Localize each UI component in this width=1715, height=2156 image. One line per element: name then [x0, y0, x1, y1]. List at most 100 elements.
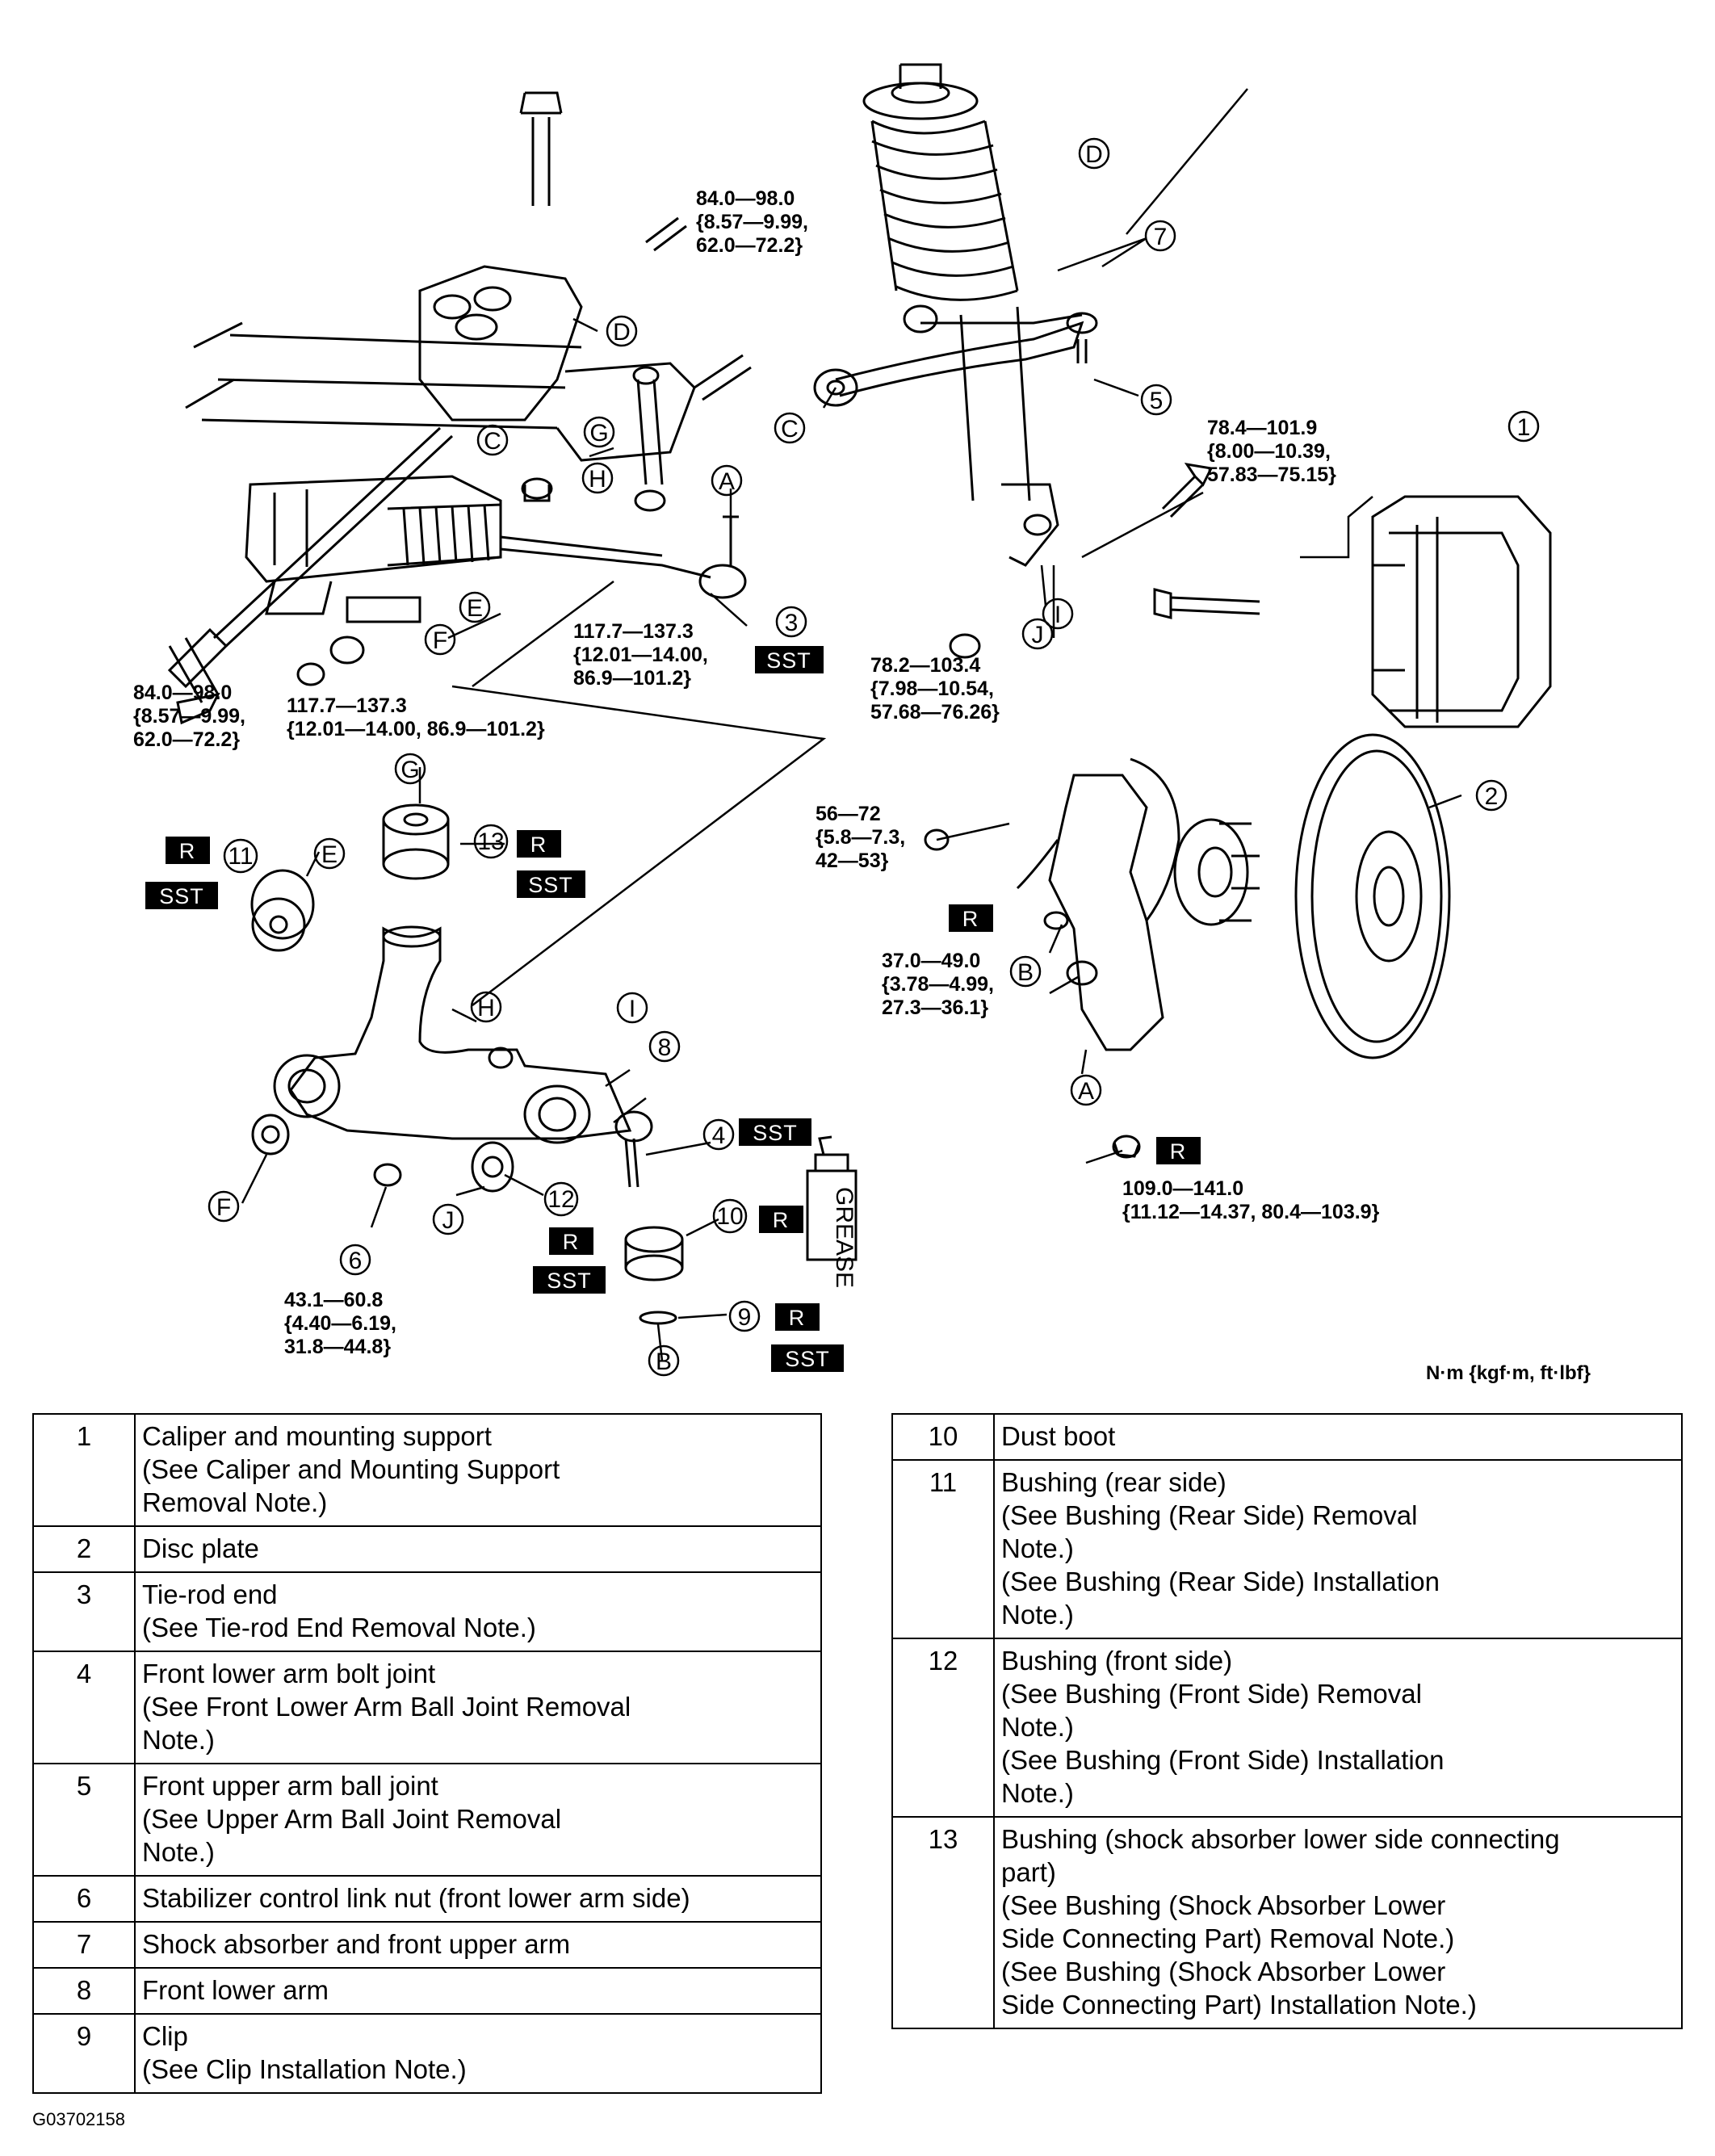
svg-text:10: 10: [716, 1203, 743, 1230]
callout-H: H: [470, 991, 502, 1023]
description-line: Clip: [142, 2021, 188, 2051]
svg-text:SST: SST: [753, 1121, 798, 1145]
svg-text:I: I: [1055, 602, 1061, 628]
callout-D: D: [606, 315, 638, 347]
description-line: Shock absorber and front upper arm: [142, 1929, 571, 1959]
tool-tags: SST R SST R SST R R SST R R SST R SST GR…: [145, 646, 1201, 1372]
callout-G: G: [583, 416, 615, 448]
callout-F: F: [208, 1190, 240, 1223]
callout-J: J: [432, 1203, 464, 1235]
description-line: Note.): [1001, 1712, 1074, 1742]
svg-text:B: B: [656, 1349, 672, 1375]
svg-text:8: 8: [658, 1034, 672, 1061]
part-description: Bushing (front side)(See Bushing (Front …: [993, 1638, 1683, 1818]
svg-text:R: R: [563, 1230, 580, 1254]
callout-8: 8: [648, 1030, 681, 1063]
part-description: Bushing (shock absorber lower side conne…: [993, 1816, 1683, 2029]
description-line: (See Bushing (Shock Absorber Lower: [1001, 1957, 1446, 1986]
torque-line: 42—53}: [816, 849, 889, 872]
svg-text:78.2—103.4{7.98—10.54,57.68—76: 78.2—103.4{7.98—10.54,57.68—76.26}: [870, 654, 1000, 724]
svg-text:3: 3: [785, 610, 799, 636]
description-line: Note.): [142, 1837, 215, 1867]
svg-text:A: A: [719, 468, 735, 495]
part-number: 1: [32, 1413, 136, 1527]
description-line: (See Front Lower Arm Ball Joint Removal: [142, 1692, 631, 1722]
part-description: Caliper and mounting support(See Caliper…: [134, 1413, 822, 1527]
description-line: Note.): [1001, 1600, 1074, 1630]
torque-line: 31.8—44.8}: [284, 1336, 391, 1358]
part-description: Tie-rod end(See Tie-rod End Removal Note…: [134, 1571, 822, 1652]
svg-text:56—72{5.8—7.3,42—53}: 56—72{5.8—7.3,42—53}: [816, 803, 905, 872]
part-description: Disc plate: [134, 1525, 822, 1573]
svg-text:78.4—101.9{8.00—10.39,57.83—75: 78.4—101.9{8.00—10.39,57.83—75.15}: [1207, 417, 1336, 486]
description-line: Removal Note.): [142, 1487, 328, 1517]
svg-text:R: R: [530, 833, 547, 857]
torque-line: {12.01—14.00, 86.9—101.2}: [287, 718, 545, 740]
description-line: (See Bushing (Front Side) Removal: [1001, 1679, 1422, 1709]
torque-line: 78.2—103.4: [870, 654, 980, 677]
shock-absorber-assembly: [813, 63, 1214, 659]
callout-9: 9: [728, 1300, 761, 1332]
callout-H: H: [581, 462, 614, 494]
crossmember-assembly: [167, 91, 752, 725]
r-tag: R: [775, 1303, 820, 1331]
svg-text:G: G: [400, 757, 419, 783]
torque-line: 43.1—60.8: [284, 1289, 383, 1311]
sst-tag: SST: [755, 646, 824, 673]
r-tag: R: [549, 1227, 593, 1255]
description-line: Front lower arm bolt joint: [142, 1659, 436, 1688]
part-description: Shock absorber and front upper arm: [134, 1921, 822, 1969]
svg-text:F: F: [216, 1194, 231, 1221]
description-line: Bushing (rear side): [1001, 1467, 1226, 1497]
r-tag: R: [517, 830, 561, 858]
svg-text:43.1—60.8{4.40—6.19,31.8—44.8}: 43.1—60.8{4.40—6.19,31.8—44.8}: [284, 1289, 396, 1358]
svg-text:109.0—141.0{11.12—14.37, 80.4—: 109.0—141.0{11.12—14.37, 80.4—103.9}: [1122, 1177, 1380, 1223]
part-description: Dust boot: [993, 1413, 1683, 1461]
part-number: 5: [32, 1763, 136, 1877]
description-line: Tie-rod end: [142, 1579, 278, 1609]
part-number: 11: [891, 1459, 995, 1639]
torque-line: {8.57—9.99,: [133, 705, 245, 728]
svg-text:2: 2: [1485, 783, 1499, 810]
part-number: 9: [32, 2013, 136, 2094]
callout-7: 7: [1144, 220, 1176, 252]
part-description: Front lower arm: [134, 1967, 822, 2015]
svg-text:SST: SST: [528, 873, 573, 897]
description-line: (See Clip Installation Note.): [142, 2054, 467, 2084]
callout-C: C: [774, 412, 806, 444]
description-line: Side Connecting Part) Installation Note.…: [1001, 1990, 1477, 2020]
description-line: Note.): [142, 1725, 215, 1755]
part-number: 8: [32, 1967, 136, 2015]
torque-line: {5.8—7.3,: [816, 826, 905, 849]
callout-A: A: [1070, 1074, 1102, 1106]
svg-text:R: R: [773, 1208, 790, 1232]
svg-text:4: 4: [712, 1122, 726, 1149]
part-number: 2: [32, 1525, 136, 1573]
callout-E: E: [459, 591, 491, 623]
description-line: (See Bushing (Rear Side) Removal: [1001, 1500, 1418, 1530]
svg-text:6: 6: [349, 1248, 363, 1274]
part-description: Clip(See Clip Installation Note.): [134, 2013, 822, 2094]
description-line: Dust boot: [1001, 1421, 1116, 1451]
svg-text:R: R: [179, 839, 196, 863]
svg-text:SST: SST: [547, 1269, 592, 1293]
torque-line: {7.98—10.54,: [870, 677, 994, 700]
sst-tag: SST: [145, 882, 218, 909]
callout-5: 5: [1140, 384, 1172, 416]
svg-text:F: F: [433, 627, 447, 654]
callout-E: E: [313, 837, 346, 870]
callout-A: A: [711, 464, 743, 497]
svg-text:H: H: [589, 466, 606, 493]
torque-line: 78.4—101.9: [1207, 417, 1317, 439]
torque-line: 86.9—101.2}: [573, 667, 691, 690]
description-line: Caliper and mounting support: [142, 1421, 492, 1451]
description-line: (See Bushing (Shock Absorber Lower: [1001, 1890, 1446, 1920]
description-line: (See Bushing (Rear Side) Installation: [1001, 1567, 1440, 1596]
svg-text:R: R: [1170, 1139, 1187, 1164]
